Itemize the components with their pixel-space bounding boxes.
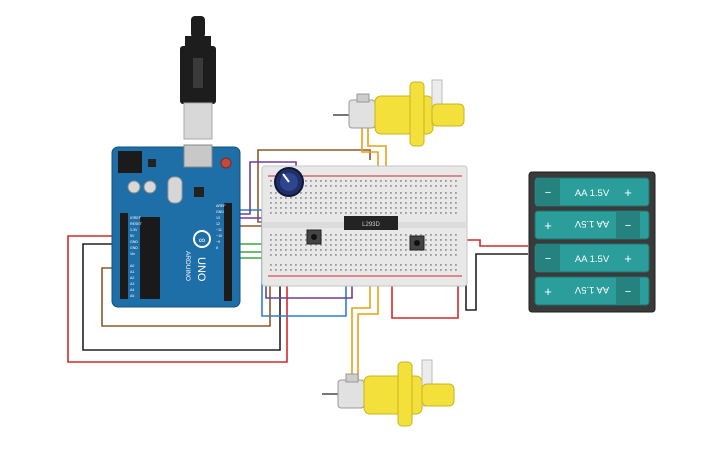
analog-pin-label: A2 <box>130 276 134 280</box>
push-button-2[interactable] <box>409 235 425 251</box>
arduino-model-label: UNO <box>195 257 207 282</box>
digital-pin-label: 12 <box>216 222 220 226</box>
minus-terminal: − <box>545 253 551 265</box>
battery-pack[interactable]: − + AA 1.5V − + AA 1.5V − + AA 1.5V − + AA 1.5V <box>528 171 656 313</box>
power-pin-label: GND <box>130 240 138 244</box>
cell-label: AA 1.5V <box>575 188 610 199</box>
minus-terminal: − <box>625 220 631 232</box>
power-pin-label: 3.3V <box>130 228 138 232</box>
battery-cell: − + AA 1.5V <box>534 243 650 273</box>
plus-terminal: + <box>544 218 552 233</box>
potentiometer[interactable] <box>274 167 304 197</box>
digital-pin-label: ~10 <box>216 234 222 238</box>
plus-terminal: + <box>624 251 632 266</box>
analog-pin-label: A0 <box>130 264 134 268</box>
analog-pin-label: A4 <box>130 288 134 292</box>
analog-pin-label: A1 <box>130 270 134 274</box>
dc-motor-1[interactable] <box>333 79 465 147</box>
digital-pin-label: ~9 <box>216 240 220 244</box>
svg-text:∞: ∞ <box>199 235 205 245</box>
power-pin-label: RESET <box>130 222 143 226</box>
power-pin-label: Vin <box>130 252 135 256</box>
digital-pin-label: 13 <box>216 216 220 220</box>
analog-pin-label: A3 <box>130 282 134 286</box>
battery-cell: − + AA 1.5V <box>534 276 650 306</box>
cell-label: AA 1.5V <box>575 254 610 265</box>
plus-terminal: + <box>544 284 552 299</box>
power-pin-label: IOREF <box>130 216 142 220</box>
usb-cable <box>180 16 216 140</box>
cell-label: AA 1.5V <box>574 284 609 295</box>
arduino-board[interactable]: ∞ ARDUINO UNO AREF GND 13 12 ~11 ~10 ~9 8 IOREF R… <box>111 144 241 308</box>
cell-label: AA 1.5V <box>574 218 609 229</box>
arduino-brand-label: ARDUINO <box>184 251 191 281</box>
push-button-1[interactable] <box>306 229 322 245</box>
digital-pin-label: AREF <box>216 204 226 208</box>
digital-pin-label: ~11 <box>216 228 222 232</box>
digital-pin-label: GND <box>216 210 224 214</box>
analog-pin-label: A5 <box>130 294 134 298</box>
minus-terminal: − <box>545 187 551 199</box>
dc-motor-2[interactable] <box>322 359 455 427</box>
digital-pin-label: 8 <box>216 246 218 250</box>
battery-cell: − + AA 1.5V <box>534 177 650 207</box>
power-pin-label: 5V <box>130 234 135 238</box>
arduino-header-labels: AREF GND 13 12 ~11 ~10 ~9 8 IOREF RESET 3.3V 5V GND G… <box>130 204 226 298</box>
power-pin-label: GND <box>130 246 138 250</box>
chip-label: L293D <box>362 222 380 228</box>
l293d-chip[interactable]: L293D <box>344 216 398 230</box>
battery-cell: − + AA 1.5V <box>534 210 650 240</box>
minus-terminal: − <box>625 286 631 298</box>
plus-terminal: + <box>624 185 632 200</box>
